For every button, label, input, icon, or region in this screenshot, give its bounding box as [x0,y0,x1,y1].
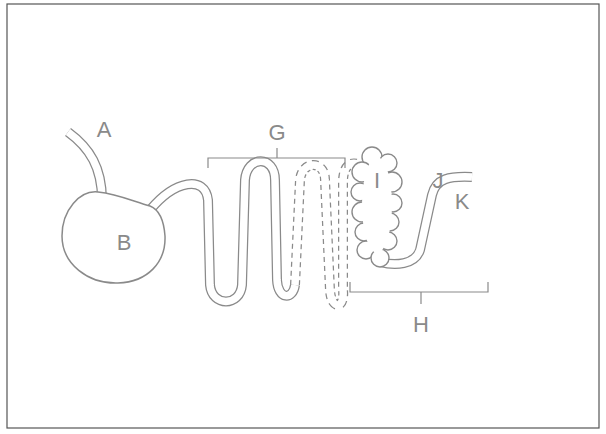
part-letter: G [266,121,287,145]
part-letter: B [115,231,134,255]
bracket-h [350,282,488,304]
gland-cluster [351,147,402,267]
intestine-lumen [150,161,295,301]
part-letter: J [431,169,446,193]
esophagus [68,132,102,200]
intestine [150,161,472,305]
part-letter: I [372,169,382,193]
intestine-wall [150,161,295,301]
stomach [62,192,165,283]
esophagus-lumen [68,132,102,200]
part-letter: A [95,118,114,142]
frame [7,4,599,428]
part-letter: H [411,313,431,337]
bracket-g [208,148,345,168]
part-letter: K [453,190,472,214]
